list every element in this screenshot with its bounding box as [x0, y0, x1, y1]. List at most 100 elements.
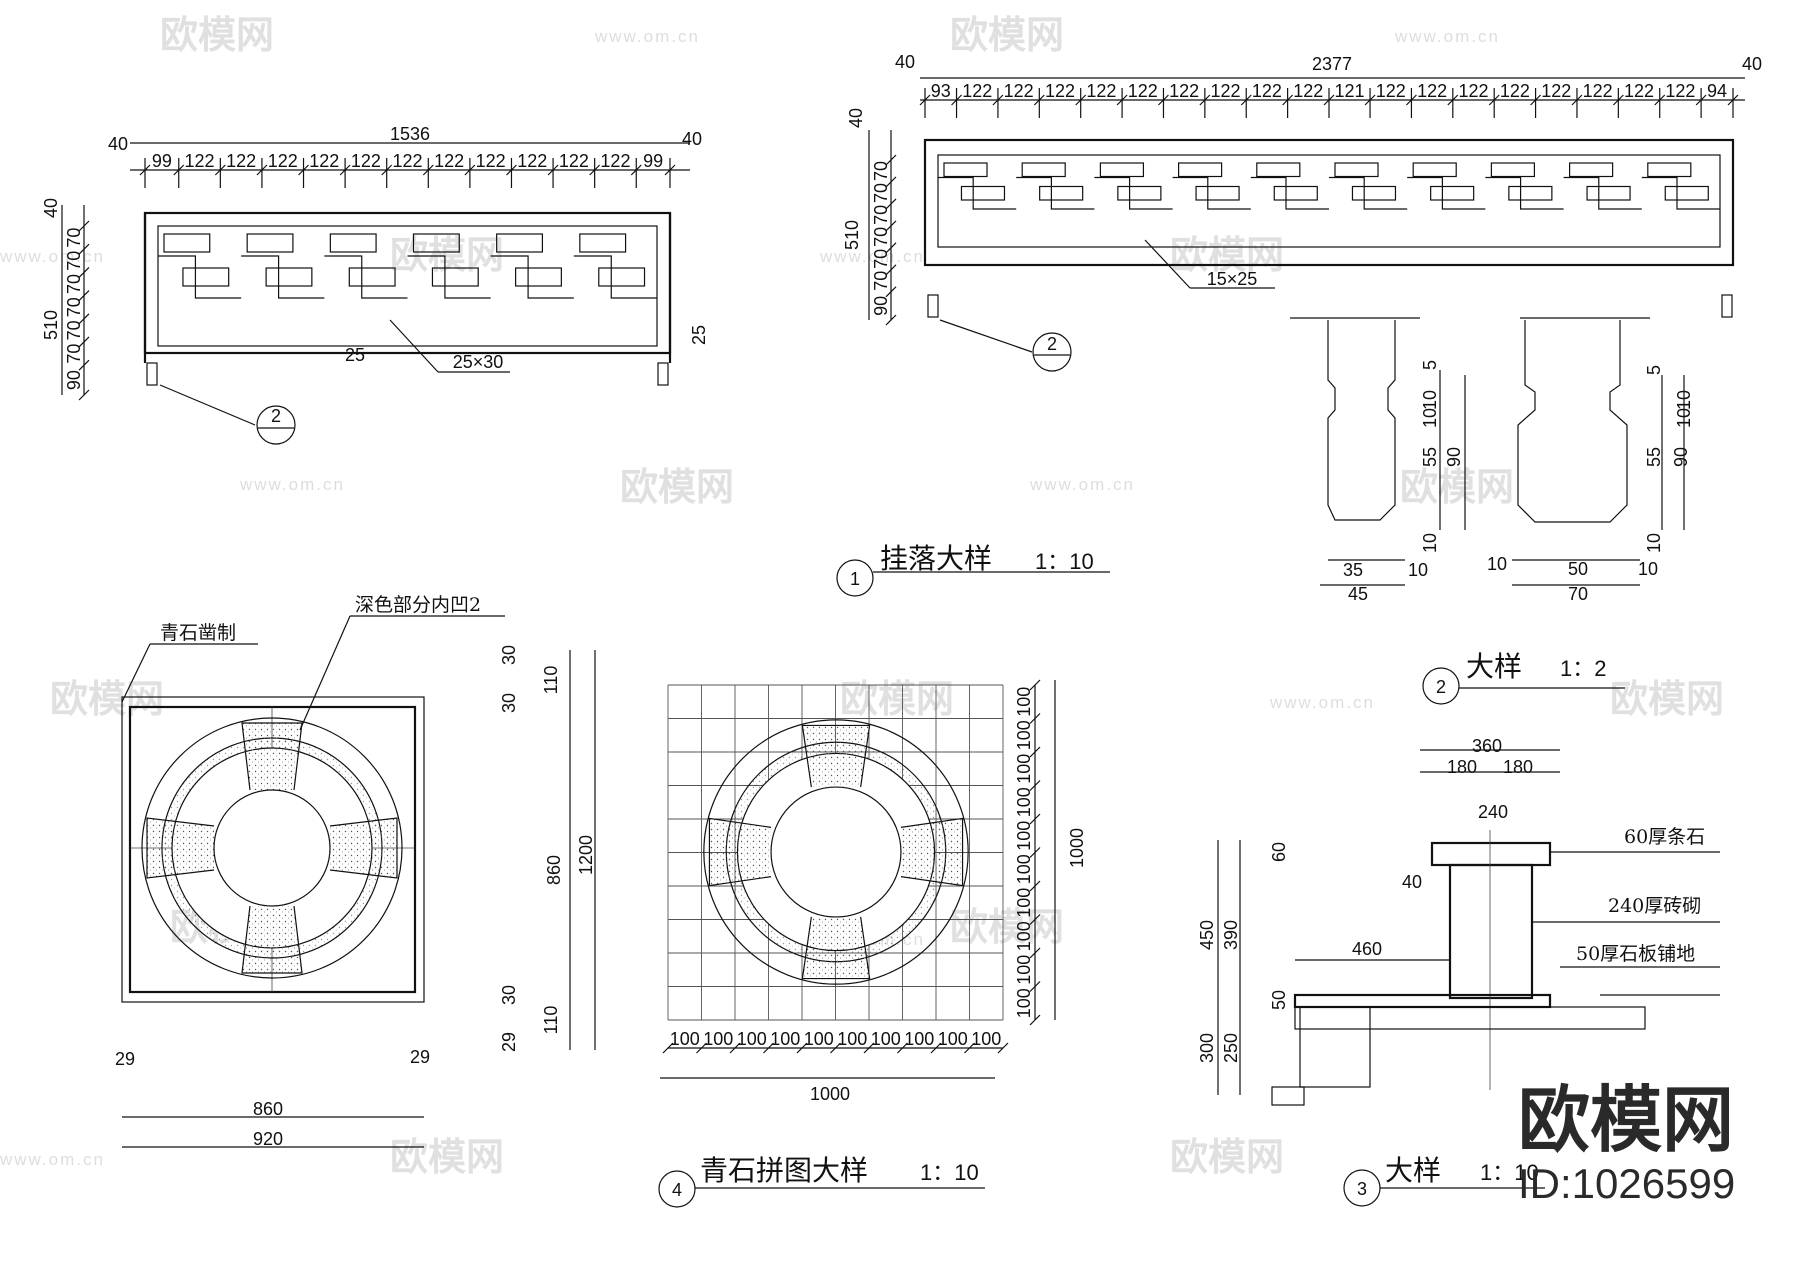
d2a-w35: 35	[1343, 560, 1363, 580]
dim-tick	[1029, 746, 1041, 758]
dim-seg-right: 122	[1541, 81, 1571, 101]
dim-tick	[1029, 780, 1041, 791]
lattice-bar	[1647, 162, 1692, 178]
lattice-bar	[1334, 162, 1379, 178]
dim-seg-left: 122	[268, 151, 298, 171]
dim-vseg-left: 70	[64, 320, 84, 340]
dim-tick	[1029, 981, 1041, 992]
dim-seg-left: 99	[152, 151, 172, 171]
watermark-text: 欧模网	[50, 679, 164, 721]
dim-seg-left: 122	[559, 151, 589, 171]
lattice-fret	[1094, 176, 1173, 210]
lattice-bar	[246, 233, 294, 253]
lattice-fret	[573, 255, 657, 299]
detail4-grid-panel: 1001001001001001001001001001001001001001…	[660, 679, 1087, 1104]
watermark-url: www.om.cn	[0, 1150, 105, 1169]
d3-h390: 390	[1221, 920, 1241, 950]
note-15x25: 15×25	[1207, 269, 1258, 289]
dim-seg-right: 122	[1417, 81, 1447, 101]
dim-end-left: 40	[108, 134, 128, 154]
d3-h250: 250	[1221, 1033, 1241, 1063]
detail4-title-block: 4 青石拼图大样 1：10	[658, 1154, 985, 1208]
dim-vseg-right: 70	[871, 183, 891, 203]
detail2-title-block: 2 大样 1：2	[1422, 650, 1625, 705]
dim-tick	[1029, 880, 1041, 892]
lattice-bar	[1273, 185, 1318, 201]
detail1-number: 1	[850, 569, 860, 589]
d3-w360: 360	[1472, 736, 1502, 756]
watermark-url: www.om.cn	[819, 247, 925, 266]
grid-cell-w: 100	[871, 1029, 901, 1049]
dim-tick	[662, 1042, 674, 1054]
dim-tick	[78, 266, 90, 278]
note-25: 25	[345, 345, 365, 365]
grid-cell-w: 100	[904, 1029, 934, 1049]
dim-seg-right: 122	[1128, 81, 1158, 101]
dim-height-left: 510	[41, 310, 61, 340]
pattern-center	[770, 786, 902, 918]
dim-v30a: 30	[499, 645, 519, 665]
detail1-title-block: 1 挂落大样 1：10	[836, 542, 1110, 597]
watermark-url: www.om.cn	[1394, 27, 1500, 46]
watermark-text: 欧模网	[390, 1137, 504, 1179]
dim-overall-right: 2377	[1312, 54, 1352, 74]
lattice-bar	[496, 233, 544, 253]
lattice-bar	[1490, 162, 1536, 178]
dim-vseg-right: 70	[871, 249, 891, 269]
dim-seg-right: 122	[1169, 81, 1199, 101]
d2a-d55: 55	[1420, 447, 1440, 467]
lattice-fret	[938, 176, 1017, 210]
dim-vseg-left: 70	[64, 251, 84, 271]
d3-h50: 50	[1269, 990, 1289, 1010]
dim-tick	[1029, 847, 1041, 858]
dim-tick	[1029, 1014, 1041, 1026]
d3-w40: 40	[1402, 872, 1422, 892]
detail2-number: 2	[1436, 677, 1446, 697]
detail4-scale: 1：10	[920, 1160, 979, 1185]
pattern-cross-arm	[241, 722, 303, 791]
dim-tick	[897, 1042, 908, 1054]
detail3-title: 大样	[1385, 1154, 1441, 1187]
watermark-url: www.om.cn	[0, 247, 105, 266]
watermark-text: 欧模网	[1170, 235, 1284, 277]
dim-vseg-left: 70	[64, 228, 84, 248]
dim-seg-left: 122	[517, 151, 547, 171]
dim-seg-right: 122	[962, 81, 992, 101]
lattice-bar	[182, 267, 230, 287]
grid-cell-w: 100	[737, 1029, 767, 1049]
d3-w460: 460	[1352, 939, 1382, 959]
dim-tick	[885, 198, 897, 210]
lattice-bar	[579, 233, 627, 253]
label-material: 青石凿制	[160, 622, 236, 644]
d2b-d10c: 10	[1644, 533, 1664, 553]
d2a-w45: 45	[1348, 584, 1368, 604]
d3-w180a: 180	[1447, 757, 1477, 777]
pattern-cross-arm	[146, 817, 215, 879]
dim-seg-right: 122	[1665, 81, 1695, 101]
watermark-text: 欧模网	[390, 235, 504, 277]
dim-vseg-left: 70	[64, 297, 84, 317]
dim-tick	[885, 314, 897, 326]
detail4-title: 青石拼图大样	[700, 1154, 868, 1187]
d3-w180b: 180	[1503, 757, 1533, 777]
watermark-text: 欧模网	[840, 679, 954, 721]
dim-end-right: 40	[682, 129, 702, 149]
detail3-number: 3	[1357, 1179, 1367, 1199]
label-stone: 60厚条石	[1624, 826, 1705, 848]
grid-cell-w: 100	[971, 1029, 1001, 1049]
dim-tick	[1029, 914, 1041, 925]
dim-seg-right: 122	[1086, 81, 1116, 101]
d2a-d10a: 10	[1420, 390, 1440, 410]
grid-cell-h: 100	[1014, 955, 1034, 985]
label-floor: 50厚石板铺地	[1576, 943, 1695, 965]
detail1-scale: 1：10	[1035, 549, 1094, 574]
dim-tick	[885, 242, 897, 254]
dim-tick	[78, 220, 90, 232]
pattern-outer-ring	[703, 719, 969, 985]
watermark-url: www.om.cn	[1269, 693, 1375, 712]
lattice-bar	[1664, 185, 1709, 201]
lattice-bar	[1256, 162, 1301, 178]
dim-tick	[863, 1042, 875, 1054]
pattern-cross-arm	[801, 916, 871, 980]
